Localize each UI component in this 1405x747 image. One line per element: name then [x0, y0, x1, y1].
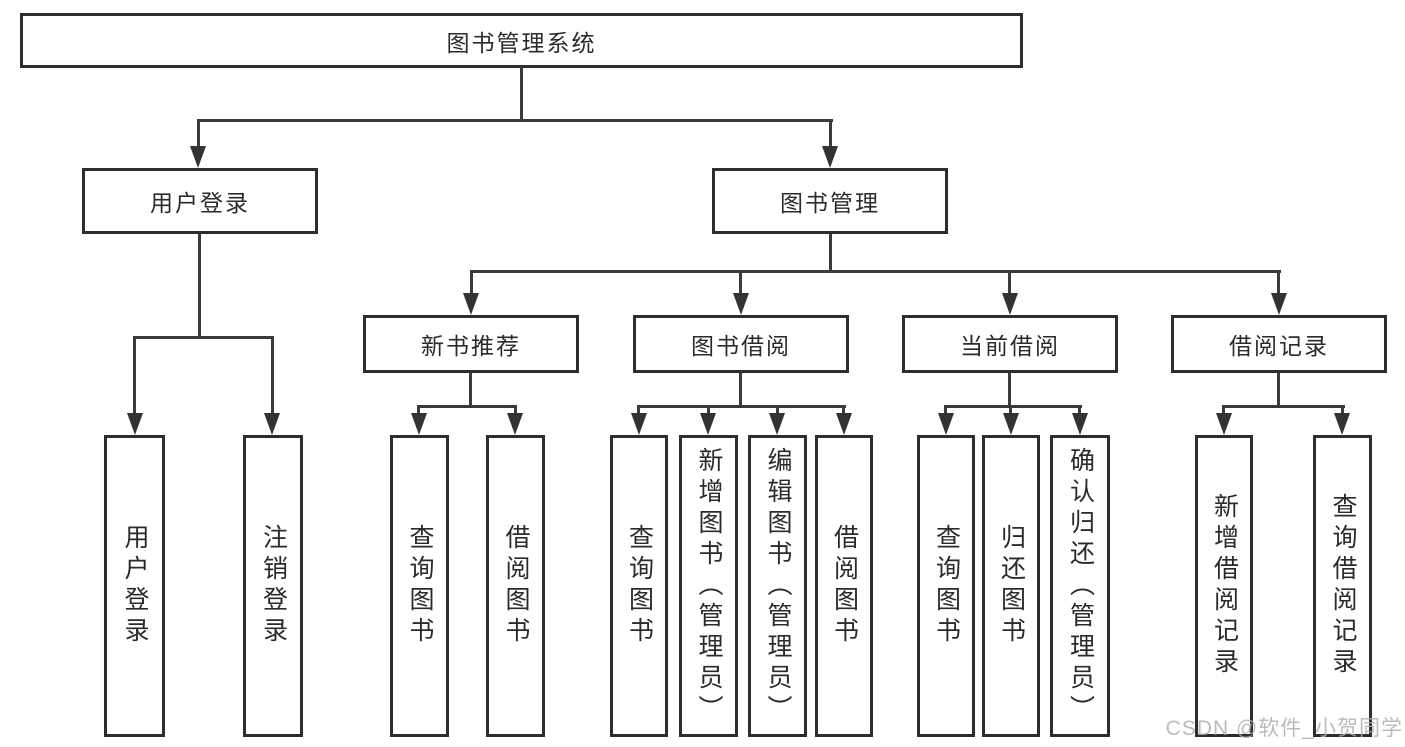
arrowhead-add-record — [1216, 413, 1232, 435]
connector-stub — [776, 405, 779, 414]
connector-borrowing-rail — [637, 405, 846, 408]
node-label: 用户登录 — [121, 524, 149, 648]
arrowhead-new-books — [463, 293, 479, 315]
node-leaf-confirm-return-admin: 确认归还（管理员） — [1050, 435, 1110, 737]
connector-book-mgmt-drop — [829, 234, 832, 273]
node-label: 查询图书 — [406, 524, 434, 648]
node-leaf-user-login: 用户登录 — [104, 435, 165, 737]
node-book-management: 图书管理 — [712, 168, 948, 234]
connector-stub — [514, 405, 517, 414]
node-book-borrowing: 图书借阅 — [633, 315, 849, 373]
node-label: 图书管理系统 — [446, 29, 597, 56]
arrowhead-book-management — [822, 146, 838, 168]
arrowhead-query-record — [1334, 413, 1350, 435]
connector-root-drop — [520, 66, 523, 122]
connector-stub-book-borrow — [739, 270, 742, 295]
node-label: 查询借阅记录 — [1329, 493, 1357, 679]
arrowhead-borrow-records — [1271, 293, 1287, 315]
node-label: 新增借阅记录 — [1210, 493, 1239, 679]
connector-stub-login — [133, 336, 136, 414]
connector-stub — [1341, 405, 1344, 414]
node-leaf-borrow-book-recommend: 借阅图书 — [486, 435, 545, 737]
connector-level2-rail — [197, 119, 833, 122]
arrowhead-borrow-book-2 — [836, 413, 852, 435]
connector-stub-user-login — [197, 119, 200, 151]
arrowhead-book-borrow — [733, 293, 749, 315]
arrowhead-logout — [264, 413, 280, 435]
connector-records-drop — [1277, 373, 1280, 408]
node-label: 用户登录 — [150, 190, 250, 216]
connector-stub — [417, 405, 420, 414]
connector-current-rail — [944, 405, 1082, 408]
connector-stub — [1009, 405, 1012, 414]
arrowhead-query-book-1 — [411, 413, 427, 435]
node-label: 借阅图书 — [830, 524, 859, 648]
arrowhead-add-book — [700, 413, 716, 435]
node-leaf-add-borrow-record: 新增借阅记录 — [1195, 435, 1253, 737]
node-new-book-recommend: 新书推荐 — [363, 315, 579, 373]
node-label: 图书借阅 — [691, 333, 791, 359]
connector-records-rail — [1222, 405, 1345, 408]
connector-stub-borrow-records — [1277, 270, 1280, 295]
node-leaf-add-book-admin: 新增图书（管理员） — [679, 435, 738, 737]
node-label: 当前借阅 — [960, 333, 1060, 359]
arrowhead-query-book-3 — [938, 413, 954, 435]
connector-stub — [842, 405, 845, 414]
connector-stub — [944, 405, 947, 414]
connector-current-drop — [1008, 373, 1011, 408]
node-current-borrowing: 当前借阅 — [902, 315, 1118, 373]
csdn-watermark: CSDN @软件_小贺同学 — [1165, 717, 1403, 740]
connector-stub — [1078, 405, 1081, 414]
connector-recommend-drop — [469, 373, 472, 408]
arrowhead-borrow-book-1 — [507, 413, 523, 435]
connector-user-login-rail — [133, 336, 274, 339]
node-label: 归还图书 — [997, 524, 1026, 648]
node-leaf-query-book-recommend: 查询图书 — [390, 435, 449, 737]
connector-user-login-drop — [198, 234, 201, 338]
node-leaf-return-book: 归还图书 — [982, 435, 1040, 737]
node-leaf-logout: 注销登录 — [243, 435, 303, 737]
connector-borrowing-drop — [739, 373, 742, 408]
connector-stub-new-books — [470, 270, 473, 295]
node-label: 确认归还（管理员） — [1066, 446, 1095, 726]
node-library-management-system: 图书管理系统 — [20, 13, 1023, 68]
node-leaf-query-book-current: 查询图书 — [917, 435, 975, 737]
arrowhead-user-login — [190, 146, 206, 168]
connector-stub — [1222, 405, 1225, 414]
node-label: 查询图书 — [932, 524, 961, 648]
node-label: 查询图书 — [625, 524, 654, 648]
node-leaf-borrow-book-borrowing: 借阅图书 — [815, 435, 873, 737]
arrowhead-confirm-return — [1072, 413, 1088, 435]
connector-recommend-rail — [417, 405, 517, 408]
arrowhead-login — [127, 413, 143, 435]
node-label: 注销登录 — [259, 524, 288, 648]
node-label: 新增图书（管理员） — [695, 446, 723, 726]
node-label: 编辑图书（管理员） — [764, 446, 792, 726]
node-label: 借阅图书 — [502, 524, 530, 648]
arrowhead-return-book — [1003, 413, 1019, 435]
connector-stub — [707, 405, 710, 414]
arrowhead-current-borrow — [1002, 293, 1018, 315]
node-leaf-query-borrow-record: 查询借阅记录 — [1313, 435, 1372, 737]
connector-stub-book-management — [829, 119, 832, 151]
node-borrowing-records: 借阅记录 — [1171, 315, 1387, 373]
connector-stub — [637, 405, 640, 414]
node-leaf-query-book-borrowing: 查询图书 — [610, 435, 668, 737]
node-label: 借阅记录 — [1229, 333, 1329, 359]
node-user-login: 用户登录 — [82, 168, 318, 234]
node-label: 新书推荐 — [421, 333, 521, 359]
node-label: 图书管理 — [780, 190, 880, 216]
connector-level3-rail — [470, 270, 1281, 273]
node-leaf-edit-book-admin: 编辑图书（管理员） — [748, 435, 807, 737]
connector-stub-current-borrow — [1008, 270, 1011, 295]
arrowhead-edit-book — [769, 413, 785, 435]
arrowhead-query-book-2 — [631, 413, 647, 435]
connector-stub-logout — [271, 336, 274, 414]
